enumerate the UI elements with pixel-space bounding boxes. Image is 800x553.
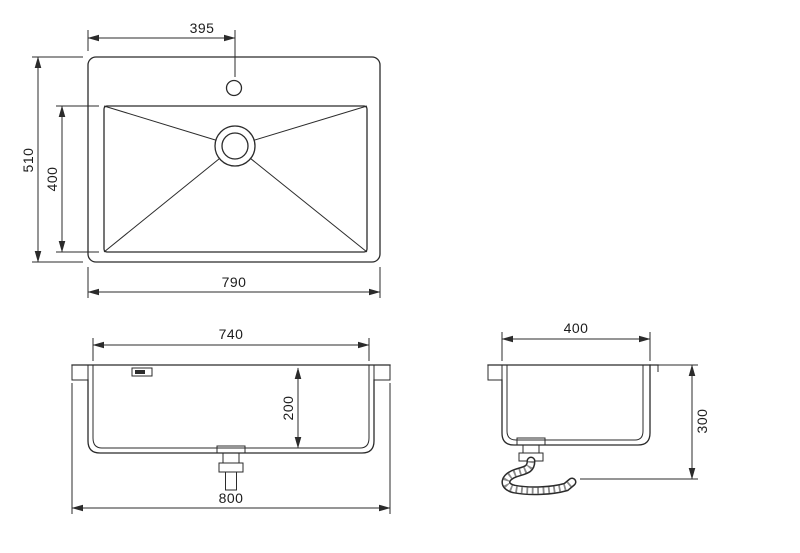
front-bowl-outer-wall [87,379,375,454]
side-bowl-outer-wall [501,364,651,446]
top-view: 395 510 400 790 [20,20,381,298]
dim-bowl-depth-front: 200 [280,367,302,449]
dim-overall-height-label: 300 [694,409,710,434]
sink-outer-outline [87,56,381,263]
dim-outer-depth: 510 [20,56,83,263]
bowl-outline [103,105,368,253]
dim-overall-width: 800 [71,383,391,514]
front-right-clip [373,364,391,381]
bowl-slope-lines [103,105,368,253]
front-drain-flange [216,445,246,454]
dim-outer-width-label: 790 [222,274,247,290]
dim-bowl-width: 740 [92,326,370,361]
side-drain-body [522,444,540,454]
side-drain-flange [516,437,546,446]
drain-inner-ring [221,132,249,160]
front-left-clip [71,364,89,381]
dim-overall-width-label: 800 [219,490,244,506]
dim-side-width: 400 [501,320,651,361]
dim-outer-depth-label: 510 [20,148,36,173]
side-drain-hose [501,456,577,496]
dim-bowl-depth-top-label: 400 [44,167,60,192]
dim-bowl-depth-top: 400 [44,105,99,253]
side-bowl-inner-wall [506,365,644,441]
dim-bowl-width-label: 740 [219,326,244,342]
front-drain [216,445,246,491]
front-drain-nut [218,462,244,473]
front-drain-body [222,452,240,464]
front-view: 740 200 800 [71,326,391,514]
front-bowl-inner-wall [92,365,370,449]
front-drain-tailpipe [225,471,237,491]
faucet-hole [225,79,243,97]
dim-bowl-depth-front-label: 200 [280,396,296,421]
side-view: 400 300 [487,320,710,496]
dim-side-width-label: 400 [564,320,589,336]
side-left-clip [487,364,503,381]
dim-faucet-offset: 395 [87,20,236,77]
side-drain [501,437,577,496]
brand-plate [131,367,153,377]
dim-faucet-offset-label: 395 [190,20,215,36]
dim-outer-width: 790 [87,267,381,298]
dim-overall-height: 300 [580,364,710,480]
